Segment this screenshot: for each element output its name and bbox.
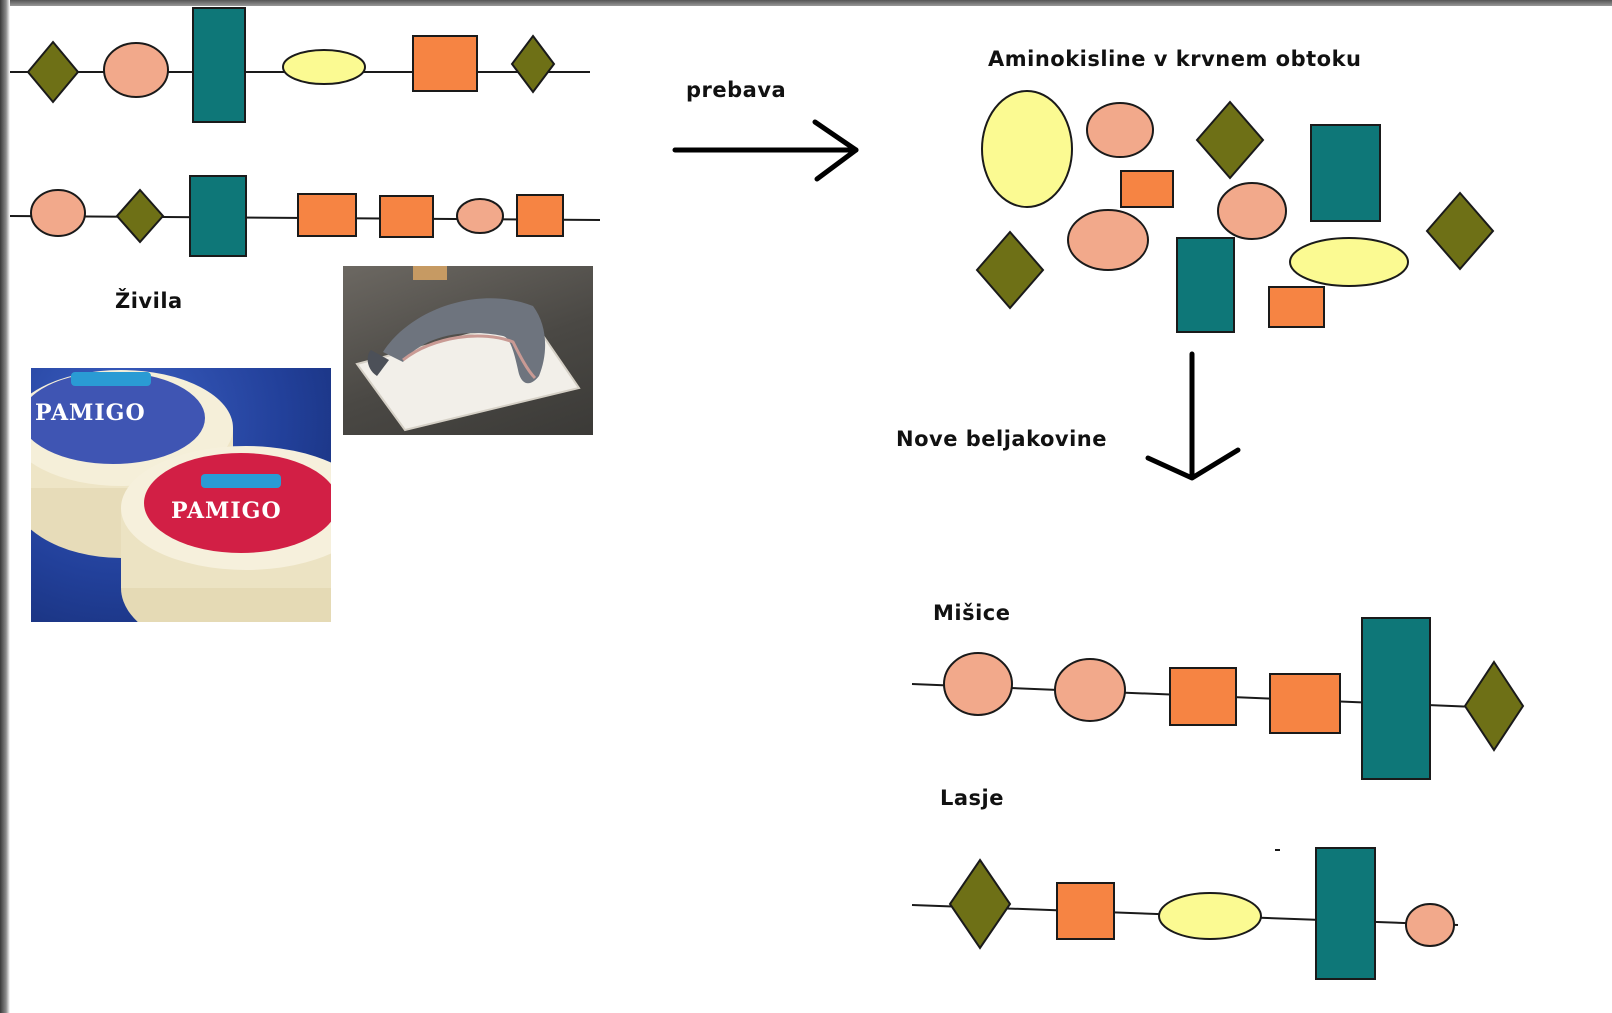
free-amino-acids [975, 90, 1495, 333]
amino-acid-ellipse [1289, 237, 1409, 287]
amino-acid-circle [103, 42, 169, 98]
amino-acid-diamond [1463, 660, 1525, 752]
amino-acids-label: Aminokisline v krvnem obtoku [988, 47, 1362, 71]
food-protein-chain-1 [10, 7, 590, 123]
amino-acid-square [1120, 170, 1174, 208]
amino-acid-square [379, 195, 434, 238]
amino-acid-square [1056, 882, 1115, 940]
amino-acid-rectangle [189, 175, 247, 257]
amino-acid-rectangle [1361, 617, 1431, 780]
amino-acid-circle [1405, 903, 1455, 947]
amino-acid-diamond [1425, 191, 1495, 271]
amino-acid-square [297, 193, 357, 237]
amino-acid-rectangle [1176, 237, 1235, 333]
amino-acid-ellipse [1158, 892, 1262, 940]
cheese-photo: PAMIGO PAMIGO [31, 368, 331, 622]
amino-acid-circle [456, 198, 504, 234]
amino-acid-circle [943, 652, 1013, 716]
amino-acid-square [1268, 286, 1325, 328]
fish-photo [343, 266, 593, 435]
amino-acid-square [1269, 673, 1341, 734]
food-protein-chain-2 [9, 175, 601, 257]
amino-acid-ellipse [282, 49, 366, 85]
synthesis-arrow [1145, 351, 1241, 481]
amino-acid-circle [1217, 182, 1287, 240]
muscle-protein-chain [911, 617, 1525, 780]
amino-acid-diamond [1195, 100, 1265, 180]
cheese-brand-blue: PAMIGO [35, 400, 146, 426]
muscles-label: Mišice [933, 601, 1010, 625]
new-proteins-label: Nove beljakovine [896, 427, 1107, 451]
amino-acid-circle [1086, 102, 1154, 158]
left-border [0, 0, 10, 1013]
digestion-arrow [672, 119, 859, 182]
amino-acid-rectangle [192, 7, 246, 123]
amino-acid-diamond [115, 188, 165, 244]
amino-acid-square [412, 35, 478, 92]
cheese-brand-red: PAMIGO [171, 498, 282, 524]
digestion-label: prebava [686, 78, 786, 102]
hair-protein-chain [911, 847, 1459, 980]
foods-label: Živila [115, 288, 183, 313]
amino-acid-rectangle [1315, 847, 1376, 980]
amino-acid-square [1169, 667, 1237, 726]
top-border [0, 0, 1612, 6]
fish-image [355, 266, 581, 432]
amino-acid-diamond [510, 34, 556, 94]
amino-acid-square [516, 194, 564, 237]
amino-acid-diamond [975, 230, 1045, 310]
amino-acid-rectangle [1310, 124, 1381, 222]
cheese-image [31, 370, 331, 622]
amino-acid-diamond [948, 858, 1012, 950]
amino-acid-circle [1067, 209, 1149, 271]
amino-acid-ellipse [981, 90, 1073, 208]
hair-label: Lasje [940, 786, 1004, 810]
amino-acid-diamond [26, 40, 80, 104]
amino-acid-circle [1054, 658, 1126, 722]
amino-acid-circle [30, 189, 86, 237]
